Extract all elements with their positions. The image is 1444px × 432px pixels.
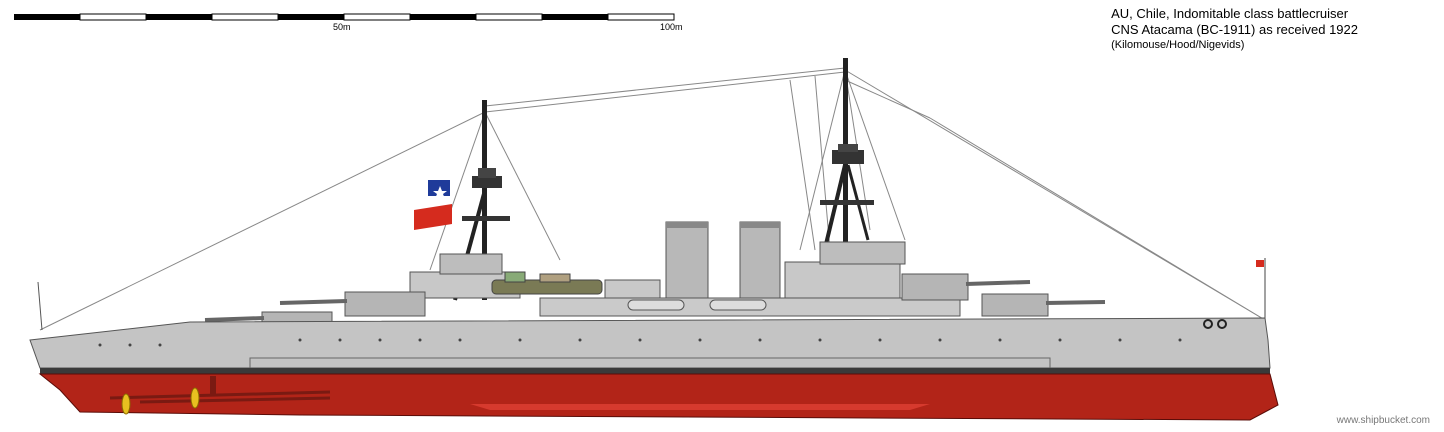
title-block: AU, Chile, Indomitable class battlecruis… — [1111, 6, 1358, 52]
ships-boats — [491, 271, 767, 311]
title-line-2: CNS Atacama (BC-1911) as received 1922 — [1111, 22, 1358, 37]
propeller-icon — [121, 393, 131, 415]
portholes — [98, 338, 1182, 347]
scale-bar — [14, 13, 675, 21]
scale-label-mid: 50m — [333, 22, 351, 32]
chilean-flag — [414, 180, 452, 230]
propeller-icon — [190, 387, 200, 409]
turret-p — [279, 291, 426, 317]
hull — [29, 317, 1279, 421]
anchor-icon — [1203, 319, 1227, 329]
watermark: www.shipbucket.com — [1336, 415, 1430, 426]
funnel-aft — [739, 221, 781, 301]
turret-x — [981, 293, 1106, 317]
jackstaff — [37, 281, 43, 331]
title-line-1: AU, Chile, Indomitable class battlecruis… — [1111, 6, 1349, 21]
stern-ensign — [1256, 258, 1266, 320]
turret-q — [901, 273, 1031, 301]
title-line-3: (Kilomouse/Hood/Nigevids) — [1111, 39, 1245, 51]
propulsion — [109, 376, 331, 415]
rigging — [39, 67, 1266, 331]
funnel-fore — [665, 221, 709, 301]
scale-label-end: 100m — [660, 22, 683, 32]
